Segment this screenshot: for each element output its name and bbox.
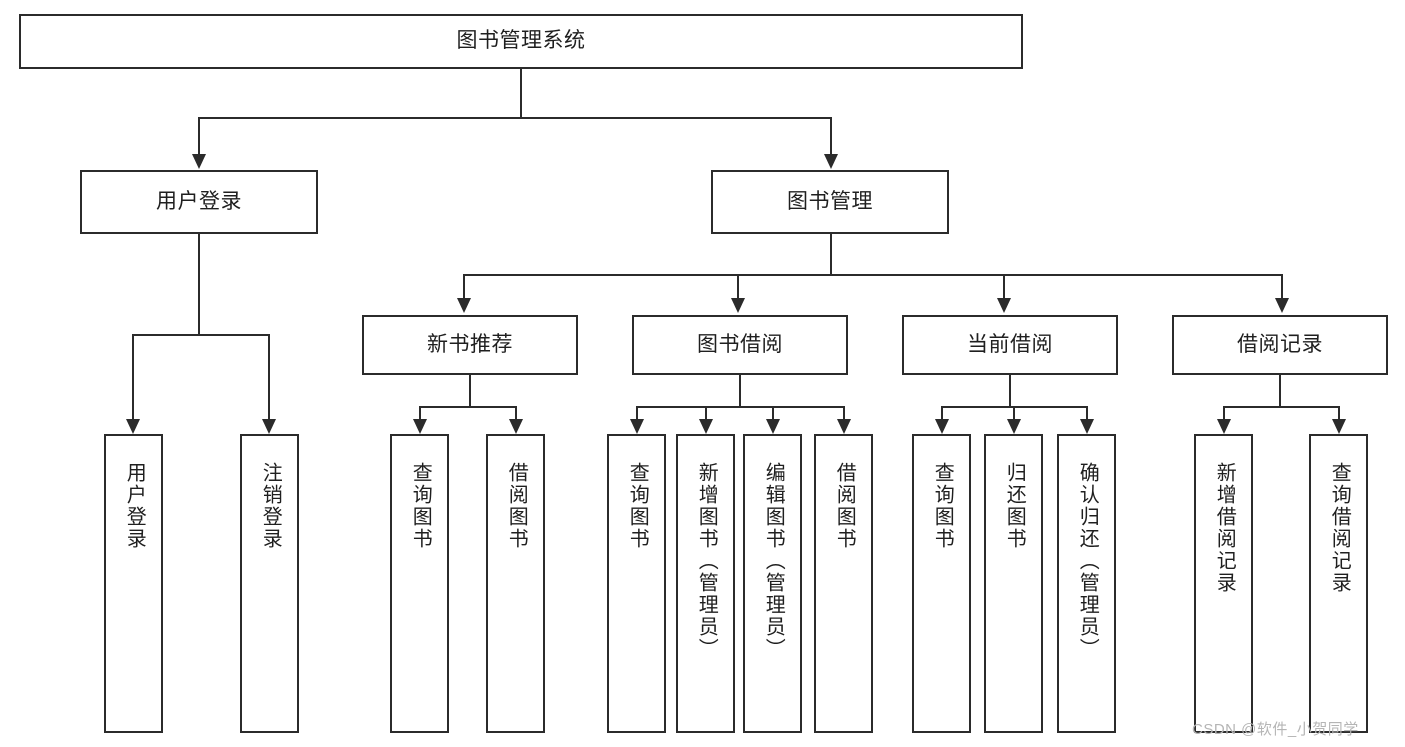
connector-nb-to-leaf-1 xyxy=(419,406,421,419)
connector-br-to-leaf-1 xyxy=(1223,406,1225,419)
connector-cb-to-leaf-2 xyxy=(1013,406,1015,419)
node-label: 借阅图书 xyxy=(833,462,856,550)
connector-cb-to-leaf-1 xyxy=(941,406,943,419)
arrowhead-bm-to-current-borrow xyxy=(997,298,1011,313)
leaf-new-book-query-book[interactable]: 查询图书 xyxy=(390,434,449,733)
leaf-user-login-login[interactable]: 用户登录 xyxy=(104,434,163,733)
connector-user-login-stem xyxy=(198,234,200,334)
node-label: 图书借阅 xyxy=(697,332,783,356)
connector-book-management-stem xyxy=(830,234,832,274)
arrowhead-user-login-to-leaf-1 xyxy=(126,419,140,434)
node-label: 图书管理 xyxy=(787,189,873,213)
node-label: 借阅记录 xyxy=(1237,332,1323,356)
connector-user-login-bus xyxy=(132,334,268,336)
connector-book-borrow-bus xyxy=(636,406,845,408)
connector-user-login-to-leaf-1 xyxy=(132,334,134,419)
connector-bm-to-current-borrow xyxy=(1003,274,1005,298)
connector-bm-to-new-book xyxy=(463,274,465,298)
connector-br-to-leaf-2 xyxy=(1338,406,1340,419)
arrowhead-cb-to-leaf-3 xyxy=(1080,419,1094,434)
node-label: 图书管理系统 xyxy=(456,29,586,53)
node-label: 用户登录 xyxy=(156,189,242,213)
connector-new-book-stem xyxy=(469,375,471,406)
arrowhead-bb-to-leaf-3 xyxy=(766,419,780,434)
connector-new-book-bus xyxy=(419,406,517,408)
node-label: 查询图书 xyxy=(409,462,432,550)
connector-book-management-bus xyxy=(463,274,1281,276)
arrowhead-root-to-user-login xyxy=(192,154,206,169)
leaf-user-login-logout[interactable]: 注销登录 xyxy=(240,434,299,733)
leaf-book-borrow-query-book[interactable]: 查询图书 xyxy=(607,434,666,733)
node-label: 归还图书 xyxy=(1003,462,1026,550)
node-label: 用户登录 xyxy=(123,462,146,550)
node-label: 新增图书（管理员） xyxy=(695,462,718,660)
node-root-library-management-system[interactable]: 图书管理系统 xyxy=(19,14,1023,69)
arrowhead-cb-to-leaf-1 xyxy=(935,419,949,434)
node-label: 查询图书 xyxy=(626,462,649,550)
node-label: 借阅图书 xyxy=(505,462,528,550)
arrowhead-bb-to-leaf-4 xyxy=(837,419,851,434)
leaf-new-book-borrow-book[interactable]: 借阅图书 xyxy=(486,434,545,733)
connector-book-borrow-stem xyxy=(739,375,741,406)
connector-borrow-record-stem xyxy=(1279,375,1281,406)
connector-nb-to-leaf-2 xyxy=(515,406,517,419)
node-label: 新增借阅记录 xyxy=(1213,462,1236,594)
leaf-book-borrow-borrow-book[interactable]: 借阅图书 xyxy=(814,434,873,733)
arrowhead-bb-to-leaf-2 xyxy=(699,419,713,434)
node-label: 注销登录 xyxy=(259,462,282,550)
arrowhead-nb-to-leaf-1 xyxy=(413,419,427,434)
node-book-management[interactable]: 图书管理 xyxy=(711,170,949,234)
connector-bm-to-book-borrow xyxy=(737,274,739,298)
leaf-borrow-record-query-record[interactable]: 查询借阅记录 xyxy=(1309,434,1368,733)
leaf-current-borrow-confirm-return-admin[interactable]: 确认归还（管理员） xyxy=(1057,434,1116,733)
leaf-current-borrow-query-book[interactable]: 查询图书 xyxy=(912,434,971,733)
leaf-book-borrow-add-book-admin[interactable]: 新增图书（管理员） xyxy=(676,434,735,733)
leaf-book-borrow-edit-book-admin[interactable]: 编辑图书（管理员） xyxy=(743,434,802,733)
node-current-borrow[interactable]: 当前借阅 xyxy=(902,315,1118,375)
arrowhead-bm-to-new-book xyxy=(457,298,471,313)
arrowhead-bb-to-leaf-1 xyxy=(630,419,644,434)
watermark-text: CSDN @软件_小贺同学 xyxy=(1192,721,1359,738)
connector-user-login-to-leaf-2 xyxy=(268,334,270,419)
node-label: 查询图书 xyxy=(931,462,954,550)
node-label: 当前借阅 xyxy=(967,332,1053,356)
node-label: 查询借阅记录 xyxy=(1328,462,1351,594)
connector-root-to-book-management xyxy=(830,117,832,154)
arrowhead-br-to-leaf-1 xyxy=(1217,419,1231,434)
leaf-borrow-record-add-record[interactable]: 新增借阅记录 xyxy=(1194,434,1253,733)
node-user-login[interactable]: 用户登录 xyxy=(80,170,318,234)
arrowhead-root-to-book-management xyxy=(824,154,838,169)
leaf-current-borrow-return-book[interactable]: 归还图书 xyxy=(984,434,1043,733)
arrowhead-cb-to-leaf-2 xyxy=(1007,419,1021,434)
connector-root-bus xyxy=(198,117,832,119)
arrowhead-nb-to-leaf-2 xyxy=(509,419,523,434)
node-borrow-record[interactable]: 借阅记录 xyxy=(1172,315,1388,375)
connector-cb-to-leaf-3 xyxy=(1086,406,1088,419)
arrowhead-br-to-leaf-2 xyxy=(1332,419,1346,434)
connector-bb-to-leaf-3 xyxy=(772,406,774,419)
connector-root-stem xyxy=(520,69,522,117)
arrowhead-bm-to-borrow-record xyxy=(1275,298,1289,313)
node-label: 确认归还（管理员） xyxy=(1076,462,1099,660)
connector-root-to-user-login xyxy=(198,117,200,154)
connector-bb-to-leaf-1 xyxy=(636,406,638,419)
arrowhead-bm-to-book-borrow xyxy=(731,298,745,313)
node-label: 新书推荐 xyxy=(427,332,513,356)
connector-bb-to-leaf-4 xyxy=(843,406,845,419)
connector-borrow-record-bus xyxy=(1223,406,1340,408)
connector-bm-to-borrow-record xyxy=(1281,274,1283,298)
connector-bb-to-leaf-2 xyxy=(705,406,707,419)
node-book-borrow[interactable]: 图书借阅 xyxy=(632,315,848,375)
node-new-book-recommend[interactable]: 新书推荐 xyxy=(362,315,578,375)
connector-current-borrow-stem xyxy=(1009,375,1011,406)
node-label: 编辑图书（管理员） xyxy=(762,462,785,660)
arrowhead-user-login-to-leaf-2 xyxy=(262,419,276,434)
